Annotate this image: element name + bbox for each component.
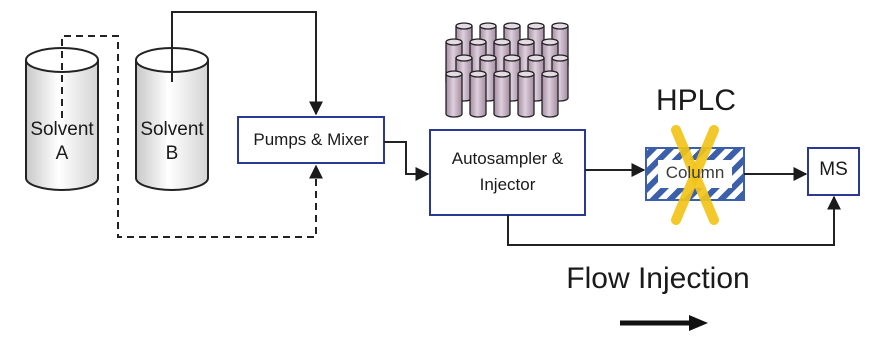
vial-cap [517, 70, 535, 78]
flow-injection-label: Flow Injection [566, 262, 750, 295]
solvent-b-label: Solvent B [140, 119, 204, 164]
vial-cap [527, 54, 545, 62]
vial-cap [551, 54, 569, 62]
vial-cap [479, 22, 497, 30]
vial [445, 74, 463, 118]
vial-cap [541, 38, 559, 46]
vial-cap [541, 70, 559, 78]
vial-cap [455, 22, 473, 30]
vial-cap [493, 70, 511, 78]
vial-cap [551, 22, 569, 30]
column-label: Column [665, 163, 725, 182]
solvent-b-line [171, 11, 323, 116]
vial-cap [469, 38, 487, 46]
ms-box [807, 147, 860, 196]
column-bypass-cross-icon [671, 125, 719, 225]
vial [541, 74, 559, 118]
autosampler-label: Autosampler & Injector [451, 149, 564, 194]
hplc-label: HPLC [655, 84, 737, 117]
vial [469, 74, 487, 118]
vial-cap [517, 38, 535, 46]
pumps-mixer-box [237, 116, 385, 164]
solvent-a-reservoir [25, 47, 99, 191]
vial-cap [445, 38, 463, 46]
vial-cap [479, 54, 497, 62]
vial-cap [455, 54, 473, 62]
vial-rack-icon [445, 22, 569, 118]
vial [493, 74, 511, 118]
flow-injection-bypass-line [507, 195, 841, 246]
pumps-mixer-label: Pumps & Mixer [253, 130, 369, 149]
ms-label: MS [819, 159, 848, 180]
vial-cap [503, 54, 521, 62]
vial-cap [527, 22, 545, 30]
vial-cap [503, 22, 521, 30]
vial [517, 74, 535, 118]
vial-cap [493, 38, 511, 46]
solvent-a-label: Solvent A [30, 119, 94, 164]
vial-cap [445, 70, 463, 78]
flow-direction-arrow-icon [620, 315, 708, 331]
vial-cap [469, 70, 487, 78]
pump-to-autosampler-line [384, 141, 430, 181]
